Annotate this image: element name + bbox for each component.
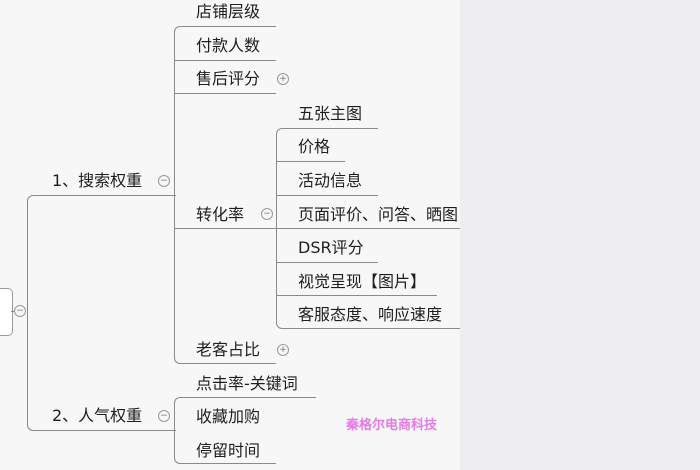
node-underline bbox=[175, 93, 276, 94]
node-underline bbox=[286, 128, 378, 129]
connector bbox=[276, 128, 287, 229]
node-customer-service[interactable]: 客服态度、响应速度 bbox=[298, 305, 443, 324]
collapse-conversion-icon[interactable]: − bbox=[261, 208, 273, 220]
node-reviews-qa[interactable]: 页面评价、问答、晒图 bbox=[298, 205, 459, 224]
connector bbox=[174, 26, 185, 196]
collapse-root-icon[interactable]: − bbox=[14, 305, 26, 317]
node-main-images[interactable]: 五张主图 bbox=[298, 104, 363, 123]
side-panel bbox=[460, 0, 700, 470]
node-underline bbox=[286, 328, 460, 329]
node-shop-level[interactable]: 店铺层级 bbox=[196, 2, 261, 21]
connector bbox=[11, 311, 16, 312]
node-payers[interactable]: 付款人数 bbox=[196, 36, 261, 55]
node-underline bbox=[184, 397, 316, 398]
node-after-sales-score[interactable]: 售后评分 bbox=[196, 69, 261, 88]
expand-after-sales-icon[interactable]: + bbox=[277, 73, 289, 85]
node-underline bbox=[184, 463, 276, 464]
node-conversion-rate[interactable]: 转化率 bbox=[196, 205, 245, 224]
root-node[interactable] bbox=[0, 288, 13, 336]
node-underline bbox=[277, 228, 460, 229]
connector bbox=[174, 430, 185, 464]
node-price[interactable]: 价格 bbox=[298, 137, 331, 156]
node-underline bbox=[277, 295, 437, 296]
node-returning-customers[interactable]: 老客占比 bbox=[196, 340, 261, 359]
node-underline bbox=[277, 195, 378, 196]
node-underline bbox=[277, 161, 345, 162]
connector bbox=[27, 195, 40, 312]
watermark: 秦格尔电商科技 bbox=[346, 418, 438, 433]
connector bbox=[27, 311, 40, 431]
mindmap-canvas: − 1、搜索权重 − 店铺层级 付款人数 售后评分 + 转化率 − 老客占比 +… bbox=[0, 2, 460, 464]
branch-popularity-weight[interactable]: 2、人气权重 bbox=[52, 406, 143, 425]
node-underline bbox=[277, 262, 378, 263]
collapse-search-weight-icon[interactable]: − bbox=[158, 175, 170, 187]
connector bbox=[174, 195, 185, 364]
node-underline bbox=[184, 363, 276, 364]
node-favorites-cart[interactable]: 收藏加购 bbox=[196, 407, 261, 426]
node-underline bbox=[175, 228, 276, 229]
node-underline bbox=[38, 430, 176, 431]
node-underline bbox=[38, 195, 176, 196]
node-dsr-score[interactable]: DSR评分 bbox=[298, 238, 364, 257]
node-underline bbox=[175, 60, 276, 61]
branch-search-weight[interactable]: 1、搜索权重 bbox=[52, 171, 143, 190]
collapse-popularity-weight-icon[interactable]: − bbox=[158, 410, 170, 422]
node-promotions[interactable]: 活动信息 bbox=[298, 171, 363, 190]
connector bbox=[174, 397, 185, 431]
node-dwell-time[interactable]: 停留时间 bbox=[196, 441, 261, 460]
node-ctr-keywords[interactable]: 点击率-关键词 bbox=[196, 374, 298, 393]
connector bbox=[276, 228, 287, 329]
node-visual[interactable]: 视觉呈现【图片】 bbox=[298, 272, 427, 291]
node-underline bbox=[184, 26, 276, 27]
expand-returning-icon[interactable]: + bbox=[277, 344, 289, 356]
